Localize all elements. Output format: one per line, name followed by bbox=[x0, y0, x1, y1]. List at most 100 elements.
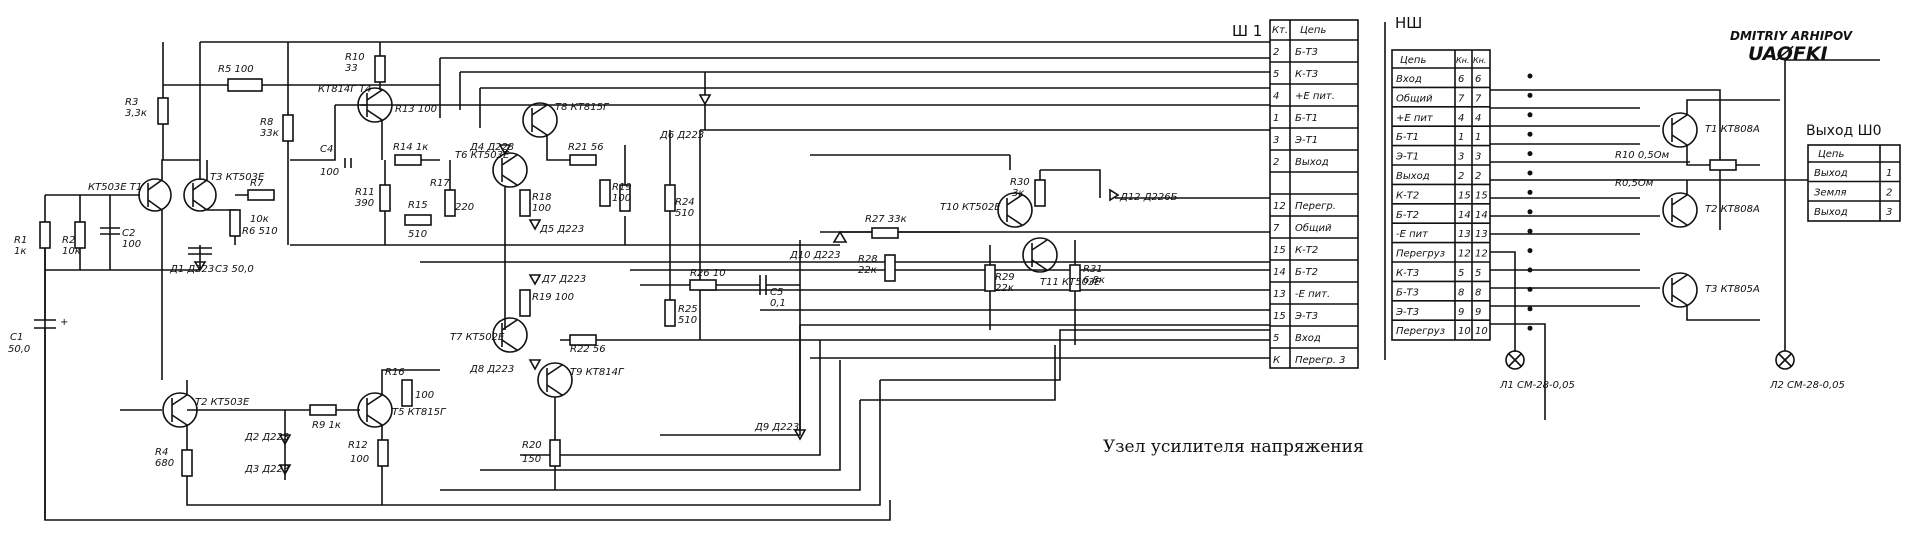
connector-nsh-row-pin-a: 9 bbox=[1458, 307, 1464, 318]
connector-nsh-row-name: Выход bbox=[1396, 171, 1430, 182]
connector-nsh-row-pin-a: 2 bbox=[1458, 171, 1464, 182]
connector-nsh-row-pin-b: 2 bbox=[1475, 171, 1481, 182]
connector-sh1-row-name: Вход bbox=[1295, 333, 1321, 344]
connector-nsh-row-pin-b: 10 bbox=[1475, 326, 1488, 337]
connector-nsh-row-name: К-Т3 bbox=[1396, 268, 1419, 279]
connector-nsh-terminal bbox=[1527, 151, 1533, 157]
label-r11: R11 bbox=[355, 187, 375, 198]
connector-sh1-row-num: 5 bbox=[1273, 69, 1279, 80]
connector-nsh-row-pin-a: 13 bbox=[1458, 229, 1471, 240]
connector-nsh-row-pin-b: 7 bbox=[1475, 93, 1482, 104]
connector-nsh-row-name: +Е пит bbox=[1396, 113, 1434, 124]
label-c3: C3 50,0 bbox=[215, 264, 254, 275]
label-r30: R30 bbox=[1010, 177, 1030, 188]
connector-sh1-header-num: Кт. bbox=[1272, 25, 1288, 36]
component-labels: R1 1к R2 10к C2 100 C1 50,0 + R3 3,3к R5… bbox=[8, 52, 1178, 475]
label-d8: Д8 Д223 bbox=[469, 364, 514, 375]
label-c5-value: 0,1 bbox=[770, 298, 786, 309]
connector-nsh-title: НШ bbox=[1395, 14, 1422, 32]
output-row-name: Выход bbox=[1814, 168, 1848, 179]
connector-sh1-row-name: Б-Т1 bbox=[1295, 113, 1318, 124]
label-r14: R14 1к bbox=[393, 142, 428, 153]
connector-sh1-row-num: 2 bbox=[1273, 157, 1279, 168]
connector-sh1-row-name: К-Т2 bbox=[1295, 245, 1318, 256]
diagram-caption: Узел усилителя напряжения bbox=[1103, 437, 1364, 457]
label-t4: КТ814Г T4 bbox=[318, 84, 372, 95]
label-r28-value: 22к bbox=[858, 265, 877, 276]
connector-nsh-row-pin-b: 1 bbox=[1475, 132, 1481, 143]
connector-nsh-terminal bbox=[1527, 73, 1533, 79]
label-nsh-t1: T1 КТ808А bbox=[1705, 124, 1760, 135]
connector-nsh-row-name: -Е пит bbox=[1396, 229, 1429, 240]
label-c4: C4 bbox=[320, 144, 333, 155]
connector-nsh-row-pin-b: 8 bbox=[1475, 287, 1481, 298]
label-c1: C1 bbox=[10, 332, 23, 343]
connector-sh1-row-num: 13 bbox=[1273, 289, 1286, 300]
label-c2: C2 bbox=[122, 228, 135, 239]
label-r19-value: 100 bbox=[612, 193, 631, 204]
connector-sh1-row-num: 1 bbox=[1273, 113, 1279, 124]
label-d3: Д3 Д223 bbox=[244, 464, 289, 475]
label-lamp2: Л2 СМ-28-0,05 bbox=[1769, 380, 1845, 391]
label-nsh-t3: T3 КТ805А bbox=[1705, 284, 1760, 295]
connector-nsh-terminal bbox=[1527, 325, 1533, 331]
label-r28: R28 bbox=[858, 254, 878, 265]
label-r13: R13 100 bbox=[395, 104, 437, 115]
label-r2: R2 bbox=[62, 235, 75, 246]
label-r5: R5 100 bbox=[218, 64, 254, 75]
label-t8: T8 КТ815Г bbox=[555, 102, 610, 113]
output-row-num: 2 bbox=[1886, 188, 1892, 199]
connector-nsh-header-name: Цепь bbox=[1400, 55, 1426, 66]
label-r29-value: 22к bbox=[995, 283, 1014, 294]
output-row-num: 3 bbox=[1886, 207, 1892, 218]
label-r26: R26 10 bbox=[690, 268, 726, 279]
connector-nsh-row-name: Б-Т3 bbox=[1396, 287, 1419, 298]
label-r29: R29 bbox=[995, 272, 1015, 283]
plus-sign: + bbox=[60, 317, 68, 328]
output-row-name: Выход bbox=[1814, 207, 1848, 218]
label-c1-value: 50,0 bbox=[8, 344, 30, 355]
label-t6: T6 КТ503Е bbox=[455, 150, 510, 161]
label-r25-value: 510 bbox=[678, 315, 697, 326]
label-t3: T3 КТ503Е bbox=[210, 172, 265, 183]
connector-nsh-row-pin-b: 3 bbox=[1475, 152, 1481, 163]
connector-sh1-row-name: -Е пит. bbox=[1295, 289, 1330, 300]
output-row-name: Земля bbox=[1814, 188, 1847, 199]
label-r20-value: 150 bbox=[522, 454, 541, 465]
connector-nsh-row-pin-a: 1 bbox=[1458, 132, 1464, 143]
label-r10: R10 bbox=[345, 52, 365, 63]
label-c4-value: 100 bbox=[320, 167, 339, 178]
label-d6: Д6 Д223 bbox=[659, 130, 704, 141]
connector-sh1-header-name: Цепь bbox=[1300, 25, 1326, 36]
connector-sh1-row-name: Перегр. bbox=[1295, 201, 1336, 212]
connector-sh1-row-num: 15 bbox=[1273, 245, 1286, 256]
label-r18-value: 100 bbox=[532, 203, 551, 214]
label-r18: R18 bbox=[532, 192, 552, 203]
connector-nsh-row-pin-a: 12 bbox=[1458, 249, 1471, 260]
label-t5: T5 КТ815Г bbox=[392, 407, 447, 418]
connector-nsh-row-pin-b: 5 bbox=[1475, 268, 1481, 279]
label-r4-value: 680 bbox=[155, 458, 174, 469]
label-d7: Д7 Д223 bbox=[541, 274, 586, 285]
connector-sh1-row-num: 12 bbox=[1273, 201, 1286, 212]
label-d10: Д10 Д223 bbox=[789, 250, 841, 261]
connector-nsh-row-pin-b: 14 bbox=[1475, 210, 1488, 221]
connector-nsh-row-name: К-Т2 bbox=[1396, 190, 1419, 201]
output-block-title: Выход Ш0 bbox=[1806, 123, 1882, 139]
connector-sh1-row-name: Перегр. 3 bbox=[1295, 355, 1346, 366]
label-d5: Д5 Д223 bbox=[539, 224, 584, 235]
connector-nsh-terminal bbox=[1527, 228, 1533, 234]
label-t7: T7 КТ502Е bbox=[450, 332, 505, 343]
author-callsign: UAØFKI bbox=[1748, 43, 1828, 65]
connector-sh1-row-num: К bbox=[1273, 355, 1281, 366]
connector-sh1-row-name: Б-Т3 bbox=[1295, 47, 1318, 58]
connector-nsh-row-pin-b: 15 bbox=[1475, 190, 1488, 201]
connector-nsh-terminal bbox=[1527, 170, 1533, 176]
label-d12: Д12 Д226Б bbox=[1119, 192, 1178, 203]
label-nsh-t2: T2 КТ808А bbox=[1705, 204, 1760, 215]
